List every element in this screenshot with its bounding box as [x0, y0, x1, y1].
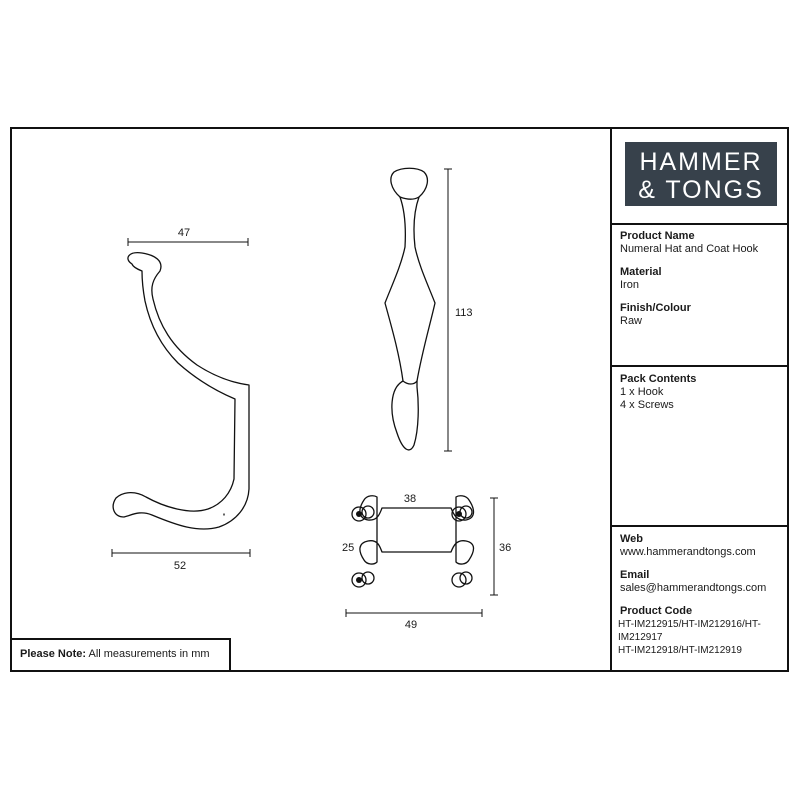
finish-value: Raw	[620, 315, 643, 327]
pack-item: 4 x Screws	[620, 399, 674, 411]
dim-hook-top-width: 47	[178, 227, 190, 239]
product-code: HT-IM212918/HT-IM212919	[618, 645, 742, 656]
web-link[interactable]: www.hammerandtongs.com	[620, 546, 756, 558]
dim-hook-bottom-width: 52	[174, 560, 186, 572]
hook-front-view	[384, 167, 436, 451]
drawing-sheet: 47 52 113 38 25 36 49 HAMMER & TONGS Pro…	[10, 127, 789, 672]
measurement-note: Please Note: All measurements in mm	[12, 638, 231, 670]
pack-item: 1 x Hook	[620, 386, 664, 398]
material-value: Iron	[620, 279, 639, 291]
contact-section: Web www.hammerandtongs.com Email sales@h…	[612, 525, 789, 670]
dim-plate-hole-spacing-x: 38	[404, 493, 416, 505]
base-plate	[359, 495, 475, 565]
brand-logo: HAMMER & TONGS	[625, 142, 777, 206]
email-label: Email	[620, 569, 650, 581]
product-section: Product Name Numeral Hat and Coat Hook M…	[612, 223, 789, 359]
pack-label: Pack Contents	[620, 373, 697, 385]
note-label: Please Note:	[20, 648, 87, 660]
email-link[interactable]: sales@hammerandtongs.com	[620, 582, 767, 594]
dim-plate-width: 49	[405, 619, 417, 631]
dim-front-height: 113	[455, 307, 473, 319]
product-code-label: Product Code	[620, 605, 693, 617]
dim-plate-height: 36	[499, 542, 511, 554]
info-panel: HAMMER & TONGS Product Name Numeral Hat …	[610, 129, 789, 670]
pack-section: Pack Contents 1 x Hook 4 x Screws	[612, 365, 789, 525]
dim-plate-hole-spacing-y: 25	[342, 542, 354, 554]
screw-hole	[351, 506, 367, 522]
product-name: Numeral Hat and Coat Hook	[620, 243, 759, 255]
note-text: All measurements in mm	[88, 648, 210, 660]
finish-label: Finish/Colour	[620, 302, 691, 314]
technical-drawing: 47 52 113 38 25 36 49	[111, 167, 511, 631]
hook-side-profile	[112, 252, 250, 530]
product-code: HT-IM212915/HT-IM212916/HT-IM212917	[618, 619, 761, 643]
material-label: Material	[620, 266, 662, 278]
product-name-label: Product Name	[620, 230, 695, 242]
web-label: Web	[620, 533, 644, 545]
